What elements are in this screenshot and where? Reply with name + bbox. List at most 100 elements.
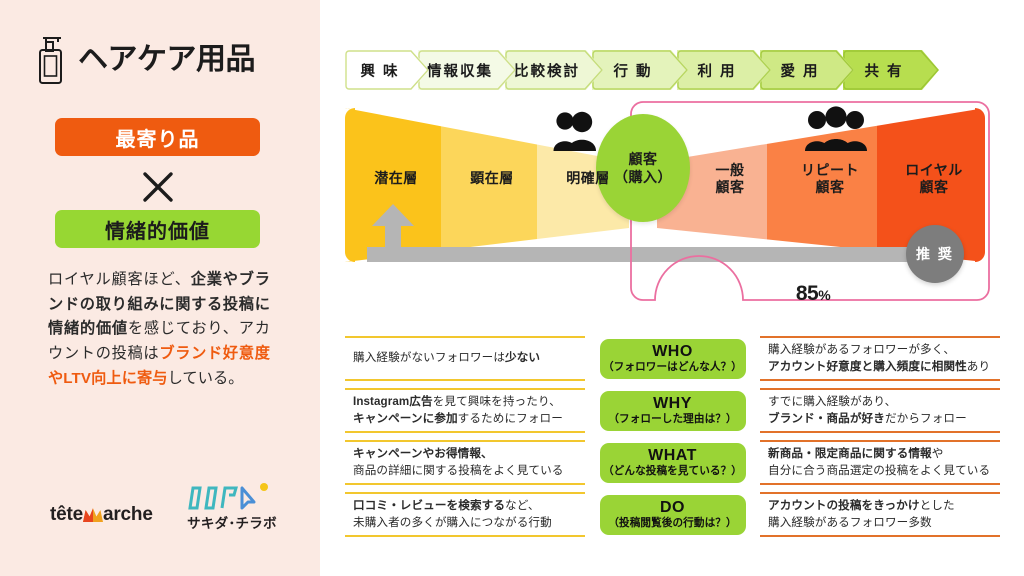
matrix-cell-text: キャンペーンやお得情報、商品の詳細に関する投稿をよく見ている: [353, 446, 579, 479]
journey-stage-3[interactable]: 比較検討: [505, 50, 603, 90]
funnel-hub-line2: （購入）: [614, 169, 672, 185]
matrix-cell-purchaser: 購入経験があるフォロワーが多く、アカウント好意度と購入頻度に相関性あり: [760, 336, 1000, 381]
question-badge-title: DO: [660, 498, 685, 516]
text-segment: 新商品・限定商品に関する情報: [768, 447, 932, 461]
text-segment: するためにフォロー: [457, 411, 563, 425]
question-badge-who[interactable]: WHO（フォロワーはどんな人？）: [599, 338, 746, 379]
matrix-cell-text: 新商品・限定商品に関する情報や自分に合う商品選定の投稿をよく見ている: [768, 446, 992, 479]
badge-product-category: 最寄り品: [55, 118, 260, 156]
text-segment: あり: [966, 359, 991, 373]
text-segment: ブランド・商品が好き: [768, 411, 885, 425]
text-segment: 購入経験があるフォロワーが多く、: [768, 343, 956, 357]
text-segment: を見て興味を持ったり、: [432, 395, 561, 409]
matrix-row: 購入経験がないフォロワーは少ない WHO（フォロワーはどんな人？） 購入経験があるフ…: [345, 336, 1000, 381]
funnel-label-6: ロイヤル顧客: [905, 162, 963, 196]
text-segment: など、: [505, 499, 540, 513]
brand-header: ヘアケア用品: [34, 33, 294, 87]
question-badge-title: WHO: [652, 342, 693, 360]
matrix-question-cell: WHAT（どんな投稿を見ている？）: [585, 440, 760, 485]
matrix-cell-nonpurchaser: キャンペーンやお得情報、商品の詳細に関する投稿をよく見ている: [345, 440, 585, 485]
question-badge-title: WHY: [653, 394, 692, 412]
loyalty-percentage-value: 85: [795, 282, 819, 305]
funnel-label-2: 顕在層: [470, 170, 514, 186]
question-badge-title: WHAT: [648, 446, 697, 464]
three-people-icon: [805, 106, 867, 151]
journey-stage-label: 行 動: [613, 63, 653, 80]
text-segment: 購入経験がないフォロワーは: [353, 351, 506, 365]
journey-stage-label: 共 有: [864, 63, 904, 80]
text-segment: 購入経験があるフォロワー多数: [768, 515, 932, 529]
matrix-cell-text: すでに購入経験があり、ブランド・商品が好きだからフォロー: [768, 394, 992, 427]
funnel-label-4: 一般顧客: [715, 162, 745, 196]
text-segment: している。: [167, 369, 244, 387]
matrix-question-cell: WHO（フォロワーはどんな人？）: [585, 336, 760, 381]
funnel-seg-2: [441, 108, 537, 262]
funnel-hub-line1: 顧客: [628, 150, 658, 167]
page-title: ヘアケア用品: [78, 43, 256, 76]
text-segment: 商品の詳細に関する投稿をよく見ている: [353, 463, 564, 477]
text-segment: アカウントの投稿をきっかけ: [768, 499, 920, 513]
two-people-icon: [553, 111, 596, 151]
matrix-row: 口コミ・レビューを検索するなど、未購入者の多くが購入につながる行動 DO（投稿閲覧…: [345, 492, 1000, 537]
funnel-hub-customer: 顧客 （購入）: [596, 114, 690, 222]
text-segment: 口コミ・レビューを検索する: [353, 499, 506, 513]
matrix-cell-text: アカウントの投稿をきっかけとした購入経験があるフォロワー多数: [768, 498, 992, 531]
matrix-cell-nonpurchaser: Instagram広告を見て興味を持ったり、キャンペーンに参加するためにフォロー: [345, 388, 585, 433]
funnel-baseline-arrow: [367, 204, 963, 262]
journey-stage-label: 情報収集: [427, 63, 493, 80]
text-segment: とした: [919, 499, 955, 513]
text-segment: 未購入者の多くが購入につながる行動: [353, 515, 552, 529]
funnel-shapes: [345, 101, 990, 301]
journey-stage-1[interactable]: 興 味: [345, 50, 429, 90]
journey-stage-label: 愛 用: [780, 63, 820, 80]
text-segment: Instagram広告: [353, 395, 433, 409]
matrix-row: Instagram広告を見て興味を持ったり、キャンペーンに参加するためにフォロー…: [345, 388, 1000, 433]
text-segment: や: [931, 447, 944, 461]
question-badge-subtitle: （フォローした理由は？）: [608, 413, 737, 426]
journey-stage-6[interactable]: 愛 用: [760, 50, 854, 90]
question-badge-do[interactable]: DO（投稿閲覧後の行動は？）: [599, 494, 746, 535]
matrix-cell-nonpurchaser: 口コミ・レビューを検索するなど、未購入者の多くが購入につながる行動: [345, 492, 585, 537]
matrix-cell-nonpurchaser: 購入経験がないフォロワーは少ない: [345, 336, 585, 381]
customer-journey-stages: 興 味情報収集比較検討行 動 利 用 愛 用 共 有: [345, 50, 1000, 90]
matrix-question-cell: DO（投稿閲覧後の行動は？）: [585, 492, 760, 537]
logo-sakidachi-labo-text: サキダ･チラボ: [187, 516, 277, 531]
saki-labo-mark-icon: [188, 483, 268, 510]
funnel-label-5: リピート顧客: [801, 162, 859, 196]
logo-tetemarche: tête arche: [50, 504, 153, 526]
journey-stage-label: 利 用: [697, 63, 737, 80]
text-segment: を感じており、アカウントの投稿は: [48, 320, 271, 362]
matrix-cell-text: 購入経験があるフォロワーが多く、アカウント好意度と購入頻度に相関性あり: [768, 342, 992, 375]
text-segment: すでに購入経験があり、: [768, 395, 897, 409]
journey-stage-2[interactable]: 情報収集: [418, 50, 516, 90]
question-badge-subtitle: （どんな投稿を見ている？）: [602, 465, 743, 478]
loyalty-percentage: 85%: [776, 282, 850, 306]
question-badge-subtitle: （フォロワーはどんな人？）: [602, 361, 743, 374]
question-badge-subtitle: （投稿閲覧後の行動は？）: [608, 517, 737, 530]
text-segment: ロイヤル顧客ほど、: [48, 271, 191, 288]
text-segment: キャンペーンに参加: [353, 411, 458, 425]
insight-matrix: 購入経験がないフォロワーは少ない WHO（フォロワーはどんな人？） 購入経験があるフ…: [345, 336, 1000, 542]
matrix-cell-purchaser: 新商品・限定商品に関する情報や自分に合う商品選定の投稿をよく見ている: [760, 440, 1000, 485]
loyalty-percentage-unit: %: [818, 287, 831, 303]
text-segment: 企業やブランドの取り組みに関する投稿に情緒的価値: [48, 271, 270, 338]
journey-stage-7[interactable]: 共 有: [843, 50, 939, 90]
crown-icon: [83, 508, 103, 522]
pump-bottle-icon: [39, 37, 62, 84]
matrix-question-cell: WHY（フォローした理由は？）: [585, 388, 760, 433]
cross-icon: [143, 172, 173, 202]
logo-row: tête arche サキダ･チラボ: [50, 478, 285, 540]
text-segment: 自分に合う商品選定の投稿をよく見ている: [768, 463, 991, 477]
journey-stage-4[interactable]: 行 動: [592, 50, 688, 90]
matrix-cell-purchaser: すでに購入経験があり、ブランド・商品が好きだからフォロー: [760, 388, 1000, 433]
text-segment: アカウント好意度と購入頻度に相関性: [768, 359, 967, 373]
recommend-badge: 推 奨: [906, 225, 964, 283]
matrix-cell-purchaser: アカウントの投稿をきっかけとした購入経験があるフォロワー多数: [760, 492, 1000, 537]
question-badge-what[interactable]: WHAT（どんな投稿を見ている？）: [599, 442, 746, 483]
text-segment: 少ない: [505, 351, 541, 365]
journey-stage-5[interactable]: 利 用: [677, 50, 771, 90]
left-summary-panel: ヘアケア用品 最寄り品 情緒的価値 ロイヤル顧客ほど、企業やブランドの取り組みに…: [0, 0, 320, 576]
funnel-label-3: 明確層: [566, 170, 610, 186]
question-badge-why[interactable]: WHY（フォローした理由は？）: [599, 390, 746, 431]
